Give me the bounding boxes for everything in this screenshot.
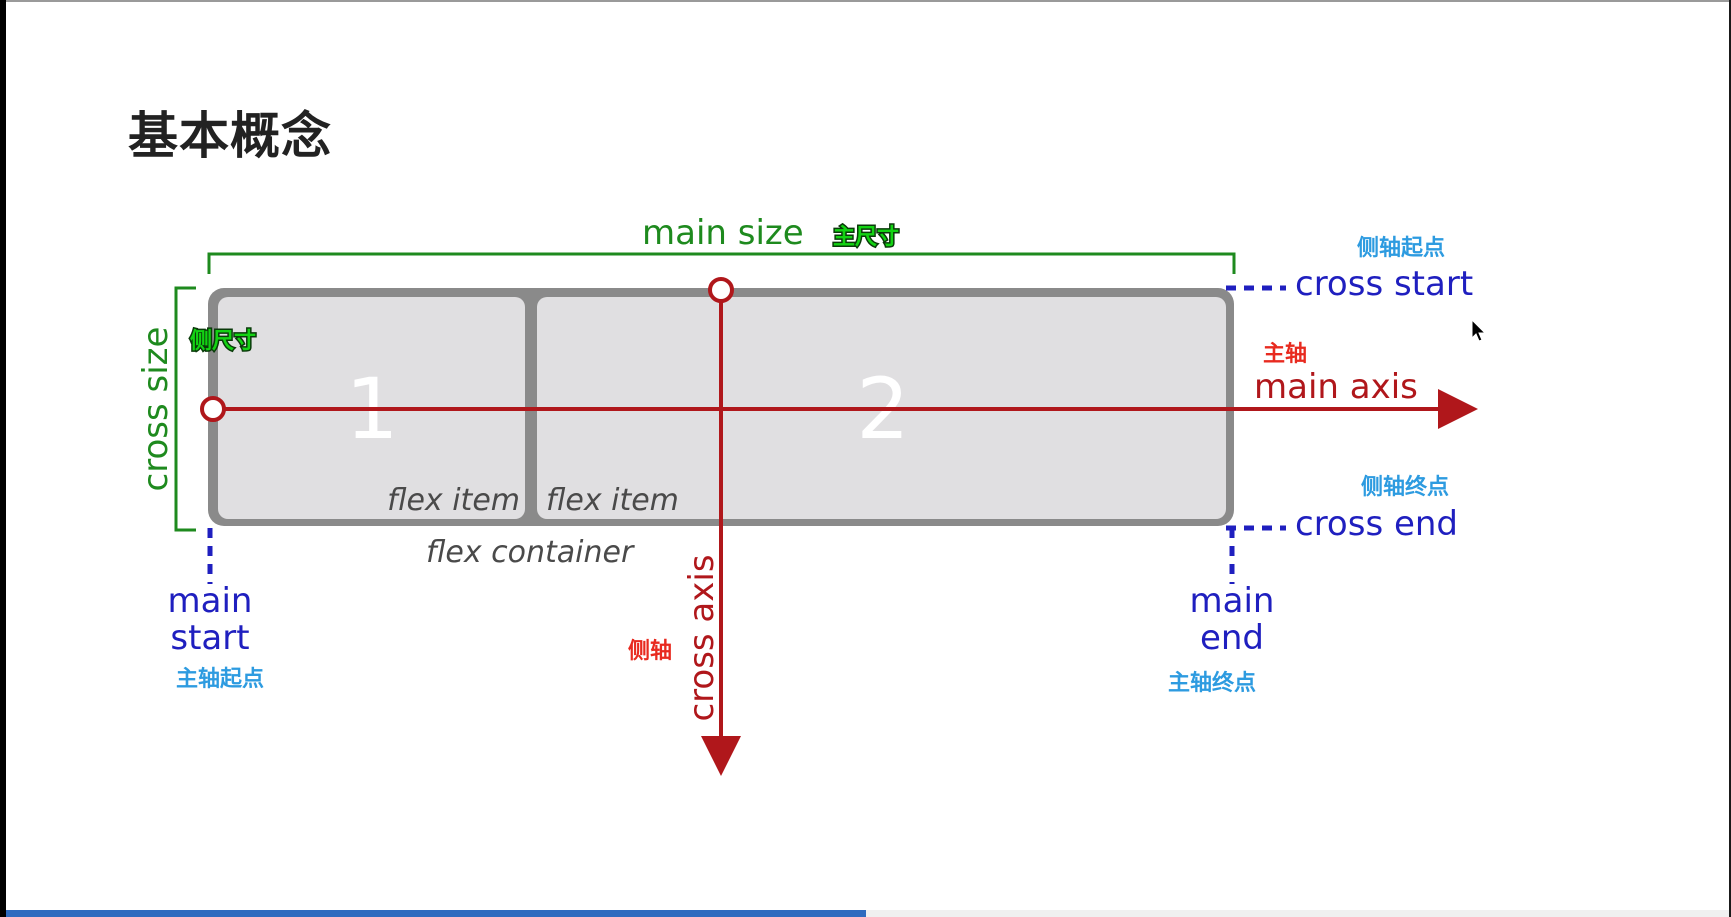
main-axis-label: main axis	[1254, 367, 1418, 407]
cross-start-zh-label: 侧轴起点	[1357, 235, 1445, 261]
cross-end-zh-label: 侧轴终点	[1361, 474, 1449, 500]
main-size-zh-label: 主尺寸	[833, 225, 899, 250]
window-right-edge	[1729, 0, 1731, 917]
main-axis-zh-label: 主轴	[1263, 341, 1307, 367]
window-left-edge	[0, 0, 6, 917]
flex-item-1-caption: flex item	[387, 483, 520, 518]
cross-size-label: cross size	[136, 327, 176, 492]
top-divider	[0, 0, 1731, 2]
main-start-label-line2: start	[170, 618, 249, 658]
main-axis-origin	[200, 396, 226, 422]
flex-container-label: flex container	[426, 535, 635, 570]
cross-start-label: cross start	[1295, 264, 1473, 304]
cross-size-bracket	[174, 286, 196, 532]
main-size-label: main size	[642, 213, 804, 253]
slide-progress-fill	[0, 910, 866, 917]
main-start-zh-label: 主轴起点	[176, 666, 264, 692]
main-start-label-line1: main	[168, 581, 253, 621]
cross-end-label: cross end	[1295, 504, 1458, 544]
main-end-label-line1: main	[1190, 581, 1275, 621]
cross-axis-origin	[708, 277, 734, 303]
page-title: 基本概念	[128, 107, 332, 165]
mouse-cursor-icon	[1471, 318, 1487, 342]
main-end-label-line2: end	[1200, 618, 1264, 658]
slide-progress-bar	[0, 910, 1731, 917]
cross-axis-label: cross axis	[682, 554, 722, 721]
cross-axis-zh-label: 侧轴	[628, 638, 672, 664]
main-end-zh-label: 主轴终点	[1168, 670, 1256, 696]
cross-size-zh-label: 侧尺寸	[190, 329, 256, 354]
main-size-bracket	[207, 252, 1236, 274]
flex-item-2-caption: flex item	[546, 483, 679, 518]
